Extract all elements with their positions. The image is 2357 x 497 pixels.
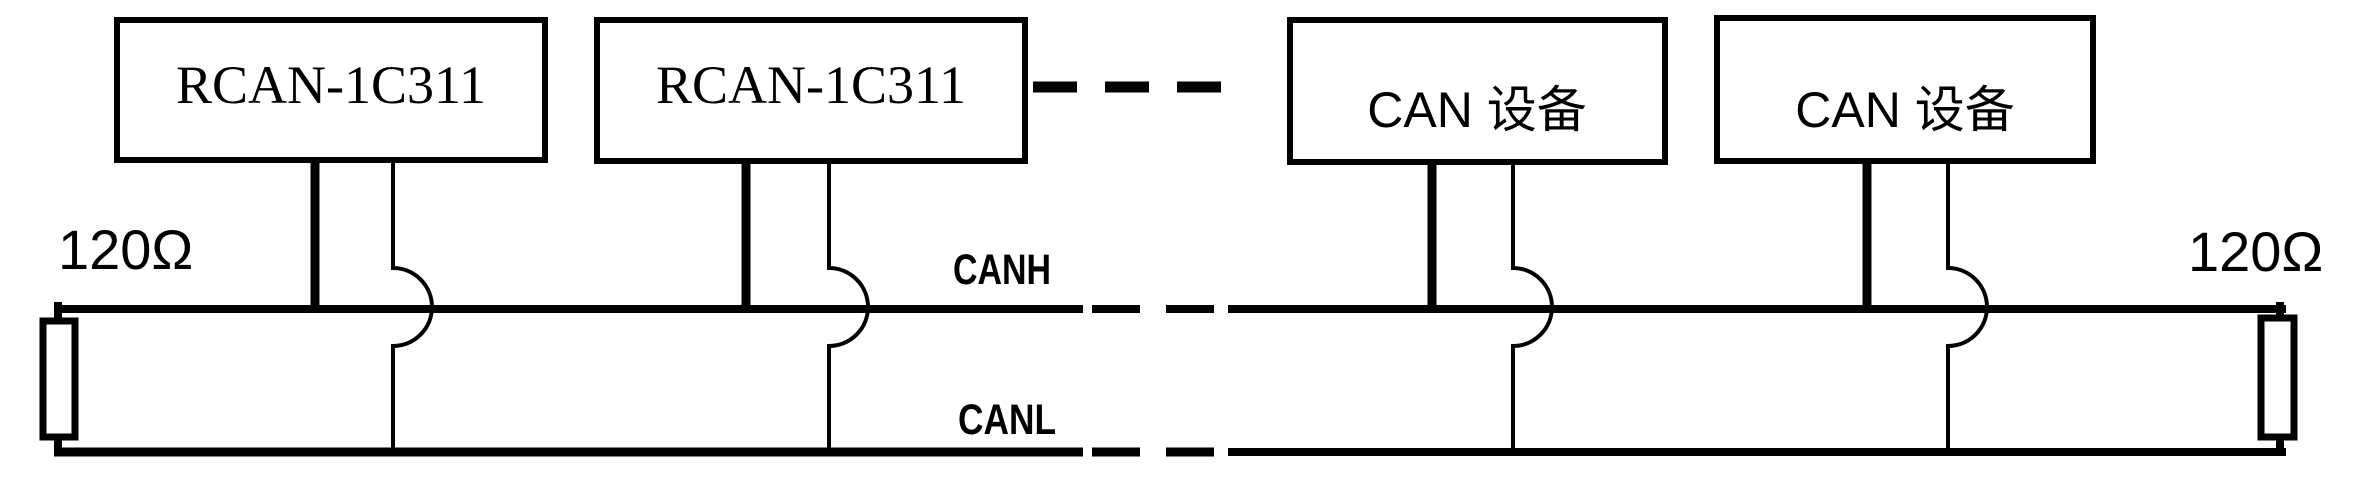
device-box-3: [1287, 17, 1668, 165]
device-box-4-label: CAN 设备: [1795, 82, 2014, 138]
device3-canl-connector-with-hop: [1511, 160, 1554, 452]
canl-signal-label: CANL: [958, 396, 1056, 444]
left-terminator-label: 120Ω: [58, 218, 193, 281]
left-terminator-resistor: [39, 317, 79, 441]
device-box-2-label: RCAN-1C311: [656, 55, 966, 115]
device2-canl-connector-with-hop: [827, 158, 870, 452]
device4-canl-connector-with-hop: [1946, 159, 1989, 452]
device-box-4: [1714, 15, 2096, 164]
right-terminator-label: 120Ω: [2188, 220, 2323, 283]
device-box-3-label: CAN 设备: [1367, 82, 1586, 138]
right-terminator-resistor: [2257, 314, 2298, 441]
device-box-1: [114, 17, 548, 163]
device-box-1-label: RCAN-1C311: [176, 55, 486, 115]
device-box-2: [594, 17, 1028, 164]
canh-signal-label: CANH: [953, 246, 1051, 294]
device1-canl-connector-with-hop: [391, 158, 434, 452]
